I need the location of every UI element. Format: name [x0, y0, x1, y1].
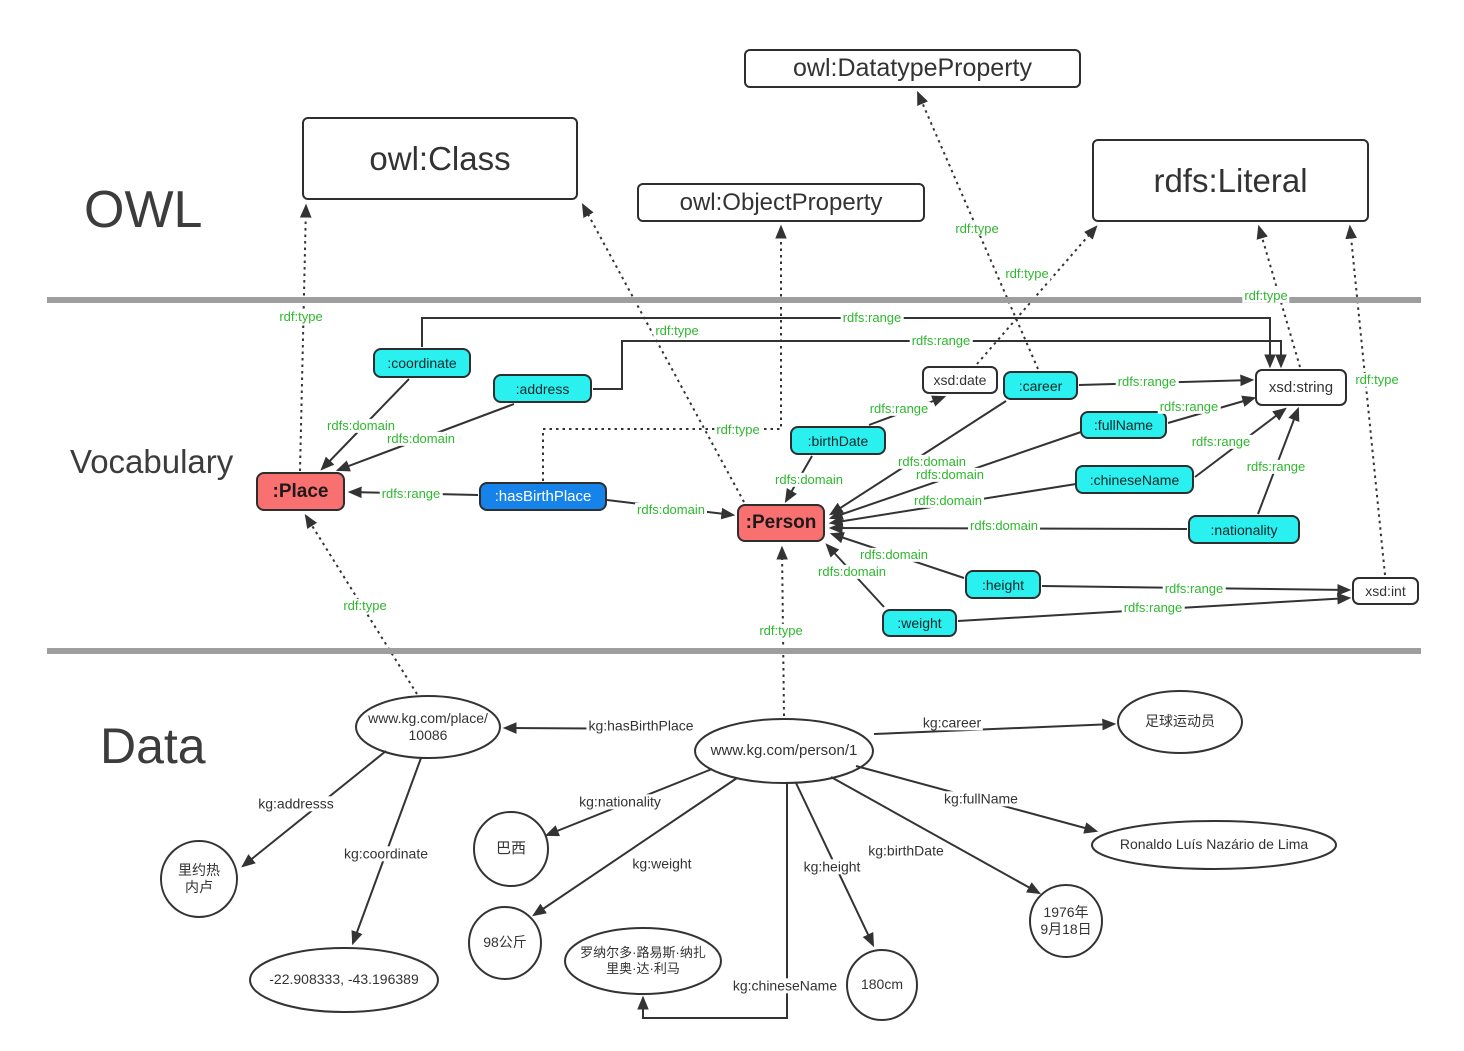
node-xsd-string: xsd:string	[1255, 369, 1347, 406]
section-label-vocabulary: Vocabulary	[70, 443, 234, 480]
edge-personuri-type-person	[776, 545, 788, 717]
node-xsd-int: xsd:int	[1352, 577, 1419, 605]
coordinate-value-ellipse	[249, 947, 439, 1013]
height-value-circle	[846, 949, 918, 1021]
vocabulary-data-divider	[47, 648, 1421, 654]
node-person-class: :Person	[737, 504, 825, 542]
node-place-class: :Place	[256, 472, 345, 511]
edge-label-kg-nationality: kg:nationality	[577, 793, 663, 810]
node-owl-objectproperty: owl:ObjectProperty	[637, 183, 925, 222]
node-chinesename-value: 罗纳尔多·路易斯·纳扎 里奥·达·利马	[580, 944, 706, 976]
node-fullname-property: :fullName	[1080, 411, 1167, 439]
edge-person-career	[873, 718, 1117, 735]
section-label-data: Data	[100, 718, 206, 774]
edge-label-rdfs-domain: rdfs:domain	[816, 563, 888, 580]
edge-label-kg-career: kg:career	[920, 714, 984, 731]
edge-person-weight	[532, 777, 738, 917]
node-height-property: :height	[965, 570, 1041, 599]
node-hasbirthplace-property: :hasBirthPlace	[479, 482, 607, 511]
node-owl-datatypeproperty: owl:DatatypeProperty	[744, 49, 1081, 88]
edge-label-rdf-type: rdf:type	[1353, 371, 1401, 388]
edge-person-birthdate	[830, 776, 1042, 895]
edge-label-rdf-type: rdf:type	[277, 308, 325, 325]
node-address-value: 里约热 内卢	[178, 861, 220, 896]
career-value-ellipse	[1117, 690, 1243, 754]
edge-label-rdfs-range: rdfs:range	[379, 485, 443, 502]
edge-xsdint-type-literal	[1345, 224, 1386, 576]
edge-label-rdfs-range: rdfs:range	[909, 332, 973, 349]
edge-label-rdf-type: rdf:type	[1242, 287, 1290, 304]
node-nationality-property: :nationality	[1188, 515, 1300, 544]
node-person-uri: www.kg.com/person/1	[710, 741, 858, 759]
edge-label-rdf-type: rdf:type	[953, 220, 1001, 237]
node-birthdate-value: 1976年 9月18日	[1040, 903, 1092, 938]
edge-label-rdfs-domain: rdfs:domain	[914, 466, 986, 483]
chinesename-value-ellipse	[564, 927, 722, 995]
edge-label-rdfs-range: rdfs:range	[1162, 580, 1226, 597]
node-rdfs-literal: rdfs:Literal	[1092, 139, 1369, 222]
node-birthdate-property: :birthDate	[790, 426, 886, 455]
edge-label-rdfs-range: rdfs:range	[1157, 398, 1221, 415]
edge-label-kg-chinesename: kg:chineseName	[730, 977, 840, 994]
edge-label-kg-weight: kg:weight	[630, 855, 694, 872]
edge-label-rdfs-range: rdfs:range	[1244, 458, 1308, 475]
node-coordinate-value: -22.908333, -43.196389	[269, 971, 419, 988]
edge-label-kg-addresss: kg:addresss	[256, 795, 336, 812]
weight-value-circle	[468, 906, 542, 980]
edge-xsddate-type-literal	[976, 225, 1098, 365]
nationality-value-circle	[473, 811, 549, 887]
edge-label-kg-fullname: kg:fullName	[942, 790, 1020, 807]
data-node-shapes	[160, 690, 1337, 1021]
node-fullname-value: Ronaldo Luís Nazário de Lima	[1119, 836, 1309, 853]
edge-label-rdf-type: rdf:type	[714, 421, 762, 438]
edge-label-kg-height: kg:height	[801, 858, 863, 875]
edge-person-type-owlclass	[581, 202, 745, 503]
edge-label-kg-coordinate: kg:coordinate	[341, 845, 431, 862]
edge-label-rdf-type: rdf:type	[757, 622, 805, 639]
edge-label-kg-birthdate: kg:birthDate	[866, 842, 946, 859]
node-chinesename-property: :chineseName	[1075, 465, 1194, 494]
edge-label-rdf-type: rdf:type	[341, 597, 389, 614]
edge-label-rdfs-range: rdfs:range	[840, 309, 904, 326]
edge-label-rdfs-domain: rdfs:domain	[773, 471, 845, 488]
edge-label-rdfs-range: rdfs:range	[867, 400, 931, 417]
edge-label-rdfs-domain: rdfs:domain	[385, 430, 457, 447]
node-height-value: 180cm	[860, 976, 904, 993]
node-career-value: 足球运动员	[1145, 713, 1215, 730]
node-xsd-date: xsd:date	[922, 366, 998, 394]
edge-label-rdf-type: rdf:type	[653, 322, 701, 339]
node-weight-property: :weight	[882, 609, 957, 637]
node-career-property: :career	[1003, 371, 1078, 400]
edge-label-rdfs-domain: rdfs:domain	[858, 546, 930, 563]
edge-label-rdfs-domain: rdfs:domain	[896, 453, 968, 470]
edge-place-type-owlclass	[299, 203, 312, 472]
edge-label-rdf-type: rdf:type	[1003, 265, 1051, 282]
node-owl-class: owl:Class	[302, 117, 578, 200]
edge-address-range-xsdstring	[593, 340, 1287, 390]
edge-label-rdfs-domain: rdfs:domain	[912, 492, 984, 509]
edge-person-chinesename	[637, 783, 788, 1019]
node-address-property: :address	[493, 374, 592, 403]
edge-label-rdfs-domain: rdfs:domain	[968, 517, 1040, 534]
node-coordinate-property: :coordinate	[373, 348, 471, 378]
section-label-owl: OWL	[84, 181, 203, 239]
edge-label-rdfs-domain: rdfs:domain	[635, 501, 707, 518]
node-weight-value: 98公斤	[483, 934, 527, 951]
solid-edges	[241, 317, 1352, 1019]
birthdate-value-circle	[1029, 884, 1103, 958]
edge-hasbirthplace-type-objectproperty	[542, 224, 787, 481]
person-uri-ellipse	[694, 718, 874, 784]
edge-label-rdfs-range: rdfs:range	[1189, 433, 1253, 450]
fullname-value-ellipse	[1091, 820, 1337, 870]
place-uri-ellipse	[355, 695, 501, 759]
edge-label-rdfs-range: rdfs:range	[1121, 599, 1185, 616]
address-value-circle	[160, 840, 238, 918]
node-nationality-value: 巴西	[495, 839, 526, 857]
edge-label-kg-hasbirthplace: kg:hasBirthPlace	[586, 717, 696, 734]
edge-label-rdfs-domain: rdfs:domain	[325, 417, 397, 434]
edge-label-rdfs-range: rdfs:range	[1115, 373, 1179, 390]
node-place-uri: www.kg.com/place/ 10086	[368, 709, 488, 744]
owl-vocabulary-divider	[47, 297, 1421, 303]
